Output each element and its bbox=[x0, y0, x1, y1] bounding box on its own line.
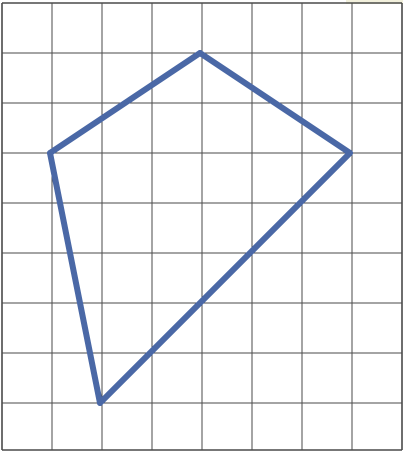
shape-side bbox=[47, 50, 203, 156]
shape-side bbox=[97, 150, 353, 406]
shape-side bbox=[47, 150, 103, 406]
shape-side bbox=[197, 50, 353, 156]
corner-accent bbox=[346, 0, 403, 4]
quadrilateral-shape bbox=[47, 50, 353, 406]
